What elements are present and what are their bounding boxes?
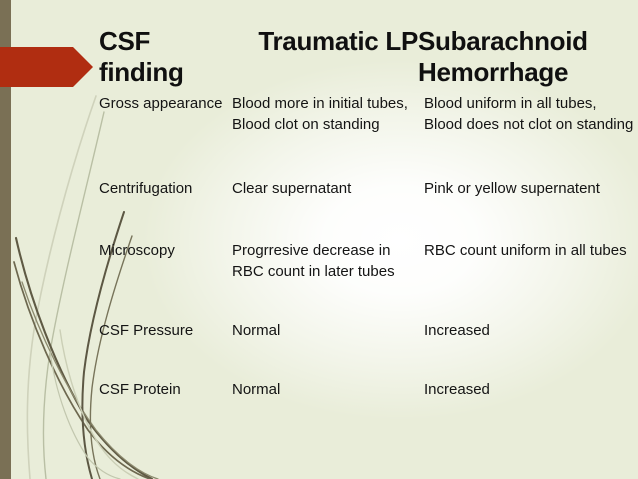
cell-finding: Microscopy	[99, 242, 175, 259]
table-row: Microscopy Progrresive decrease in RBC c…	[99, 240, 629, 320]
table-row: Centrifugation Clear supernatant Pink or…	[99, 178, 629, 240]
cell-finding: CSF Protein	[99, 381, 181, 398]
table-row: CSF Protein Normal Increased	[99, 379, 629, 419]
cell-traumatic-lp: Progrresive decrease in RBC count in lat…	[232, 242, 395, 280]
cell-subarachnoid-hemorrhage: Pink or yellow supernatent	[424, 180, 600, 197]
cell-subarachnoid-hemorrhage: RBC count uniform in all tubes	[424, 242, 627, 259]
column-header-subarachnoid-hemorrhage: Subarachnoid Hemorrhage	[418, 26, 588, 87]
cell-traumatic-lp: Clear supernatant	[232, 180, 352, 197]
cell-finding: CSF Pressure	[99, 322, 194, 339]
csf-comparison-table: CSF finding Traumatic LP Subarachnoid He…	[99, 26, 633, 419]
table-row: CSF Pressure Normal Increased	[99, 320, 629, 379]
table-row: Gross appearance Blood more in initial t…	[99, 93, 633, 178]
column-header-csf-finding: CSF finding	[99, 26, 184, 87]
column-header-traumatic-lp: Traumatic LP	[258, 26, 418, 56]
red-arrow-banner	[0, 47, 93, 87]
cell-subarachnoid-hemorrhage: Increased	[424, 381, 490, 398]
cell-finding: Gross appearance	[99, 95, 223, 112]
cell-finding: Centrifugation	[99, 180, 193, 197]
table-header-row: CSF finding Traumatic LP Subarachnoid He…	[99, 26, 629, 88]
cell-traumatic-lp: Normal	[232, 322, 281, 339]
cell-subarachnoid-hemorrhage: Blood uniform in all tubes, Blood does n…	[424, 95, 634, 133]
cell-traumatic-lp: Blood more in initial tubes, Blood clot …	[232, 95, 408, 133]
left-accent-bar	[0, 0, 11, 479]
cell-traumatic-lp: Normal	[232, 381, 281, 398]
cell-subarachnoid-hemorrhage: Increased	[424, 322, 490, 339]
